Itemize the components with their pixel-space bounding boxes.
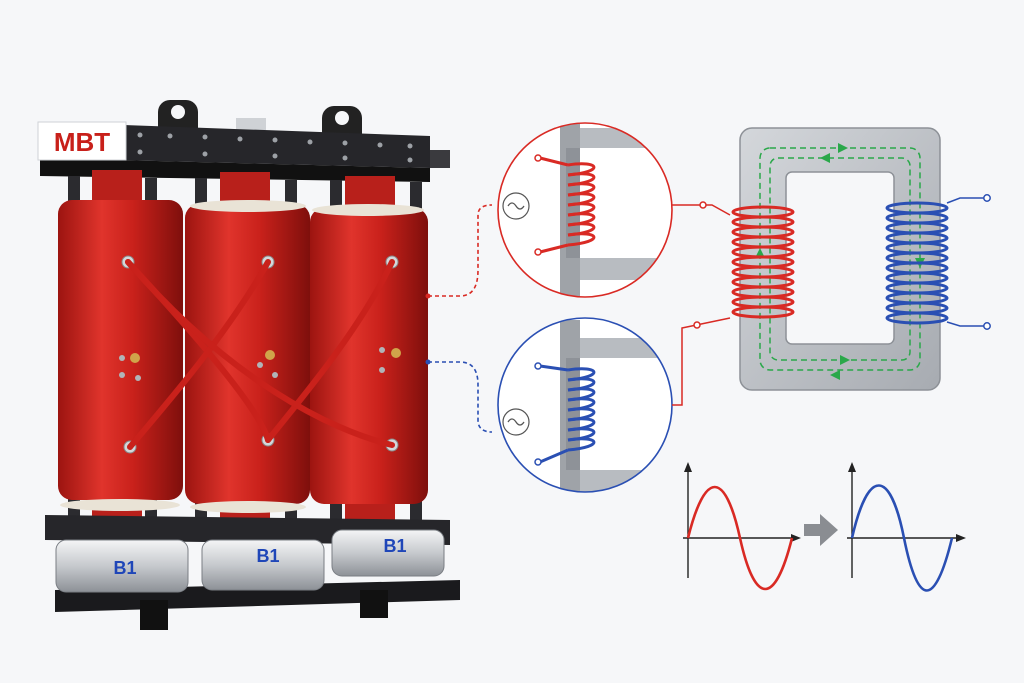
secondary-terminal xyxy=(983,194,991,202)
delta-connection-bars xyxy=(125,259,395,450)
base-insulator-2: B1 xyxy=(201,539,325,591)
base-insulator-1: B1 xyxy=(55,539,189,593)
brand-text: MBT xyxy=(54,127,110,157)
coil-phase-3 xyxy=(310,176,428,532)
top-bracket xyxy=(236,118,266,130)
secondary-winding xyxy=(885,201,949,325)
output-waveform-plot xyxy=(847,462,966,592)
primary-winding xyxy=(731,205,795,319)
dry-type-transformer: MBT xyxy=(37,100,460,630)
secondary-winding-zoom xyxy=(497,317,673,493)
base-insulator-3: B1 xyxy=(331,529,445,577)
input-waveform-plot xyxy=(683,462,801,590)
output-sine-wave xyxy=(850,484,954,592)
ac-source-icon xyxy=(502,408,530,436)
base-label: B1 xyxy=(256,546,279,566)
secondary-coil-zoom xyxy=(539,364,596,464)
input-sine-wave xyxy=(686,486,794,590)
secondary-terminal xyxy=(983,322,991,330)
zoom-to-core-links xyxy=(672,201,731,406)
core-window xyxy=(785,171,895,345)
primary-coil-zoom xyxy=(539,156,596,254)
ac-source-icon xyxy=(502,192,530,220)
arrow-right-icon xyxy=(804,514,838,546)
base-label: B1 xyxy=(383,536,406,556)
coil-phase-2 xyxy=(185,172,310,532)
brand-logo: MBT xyxy=(37,121,127,161)
primary-winding-zoom xyxy=(497,122,673,298)
base-label: B1 xyxy=(113,558,136,578)
callout-connectors xyxy=(425,204,493,433)
core-schematic xyxy=(731,127,991,391)
coil-phase-1 xyxy=(58,170,183,528)
tap-links xyxy=(119,347,401,381)
secondary-leads xyxy=(946,197,985,327)
